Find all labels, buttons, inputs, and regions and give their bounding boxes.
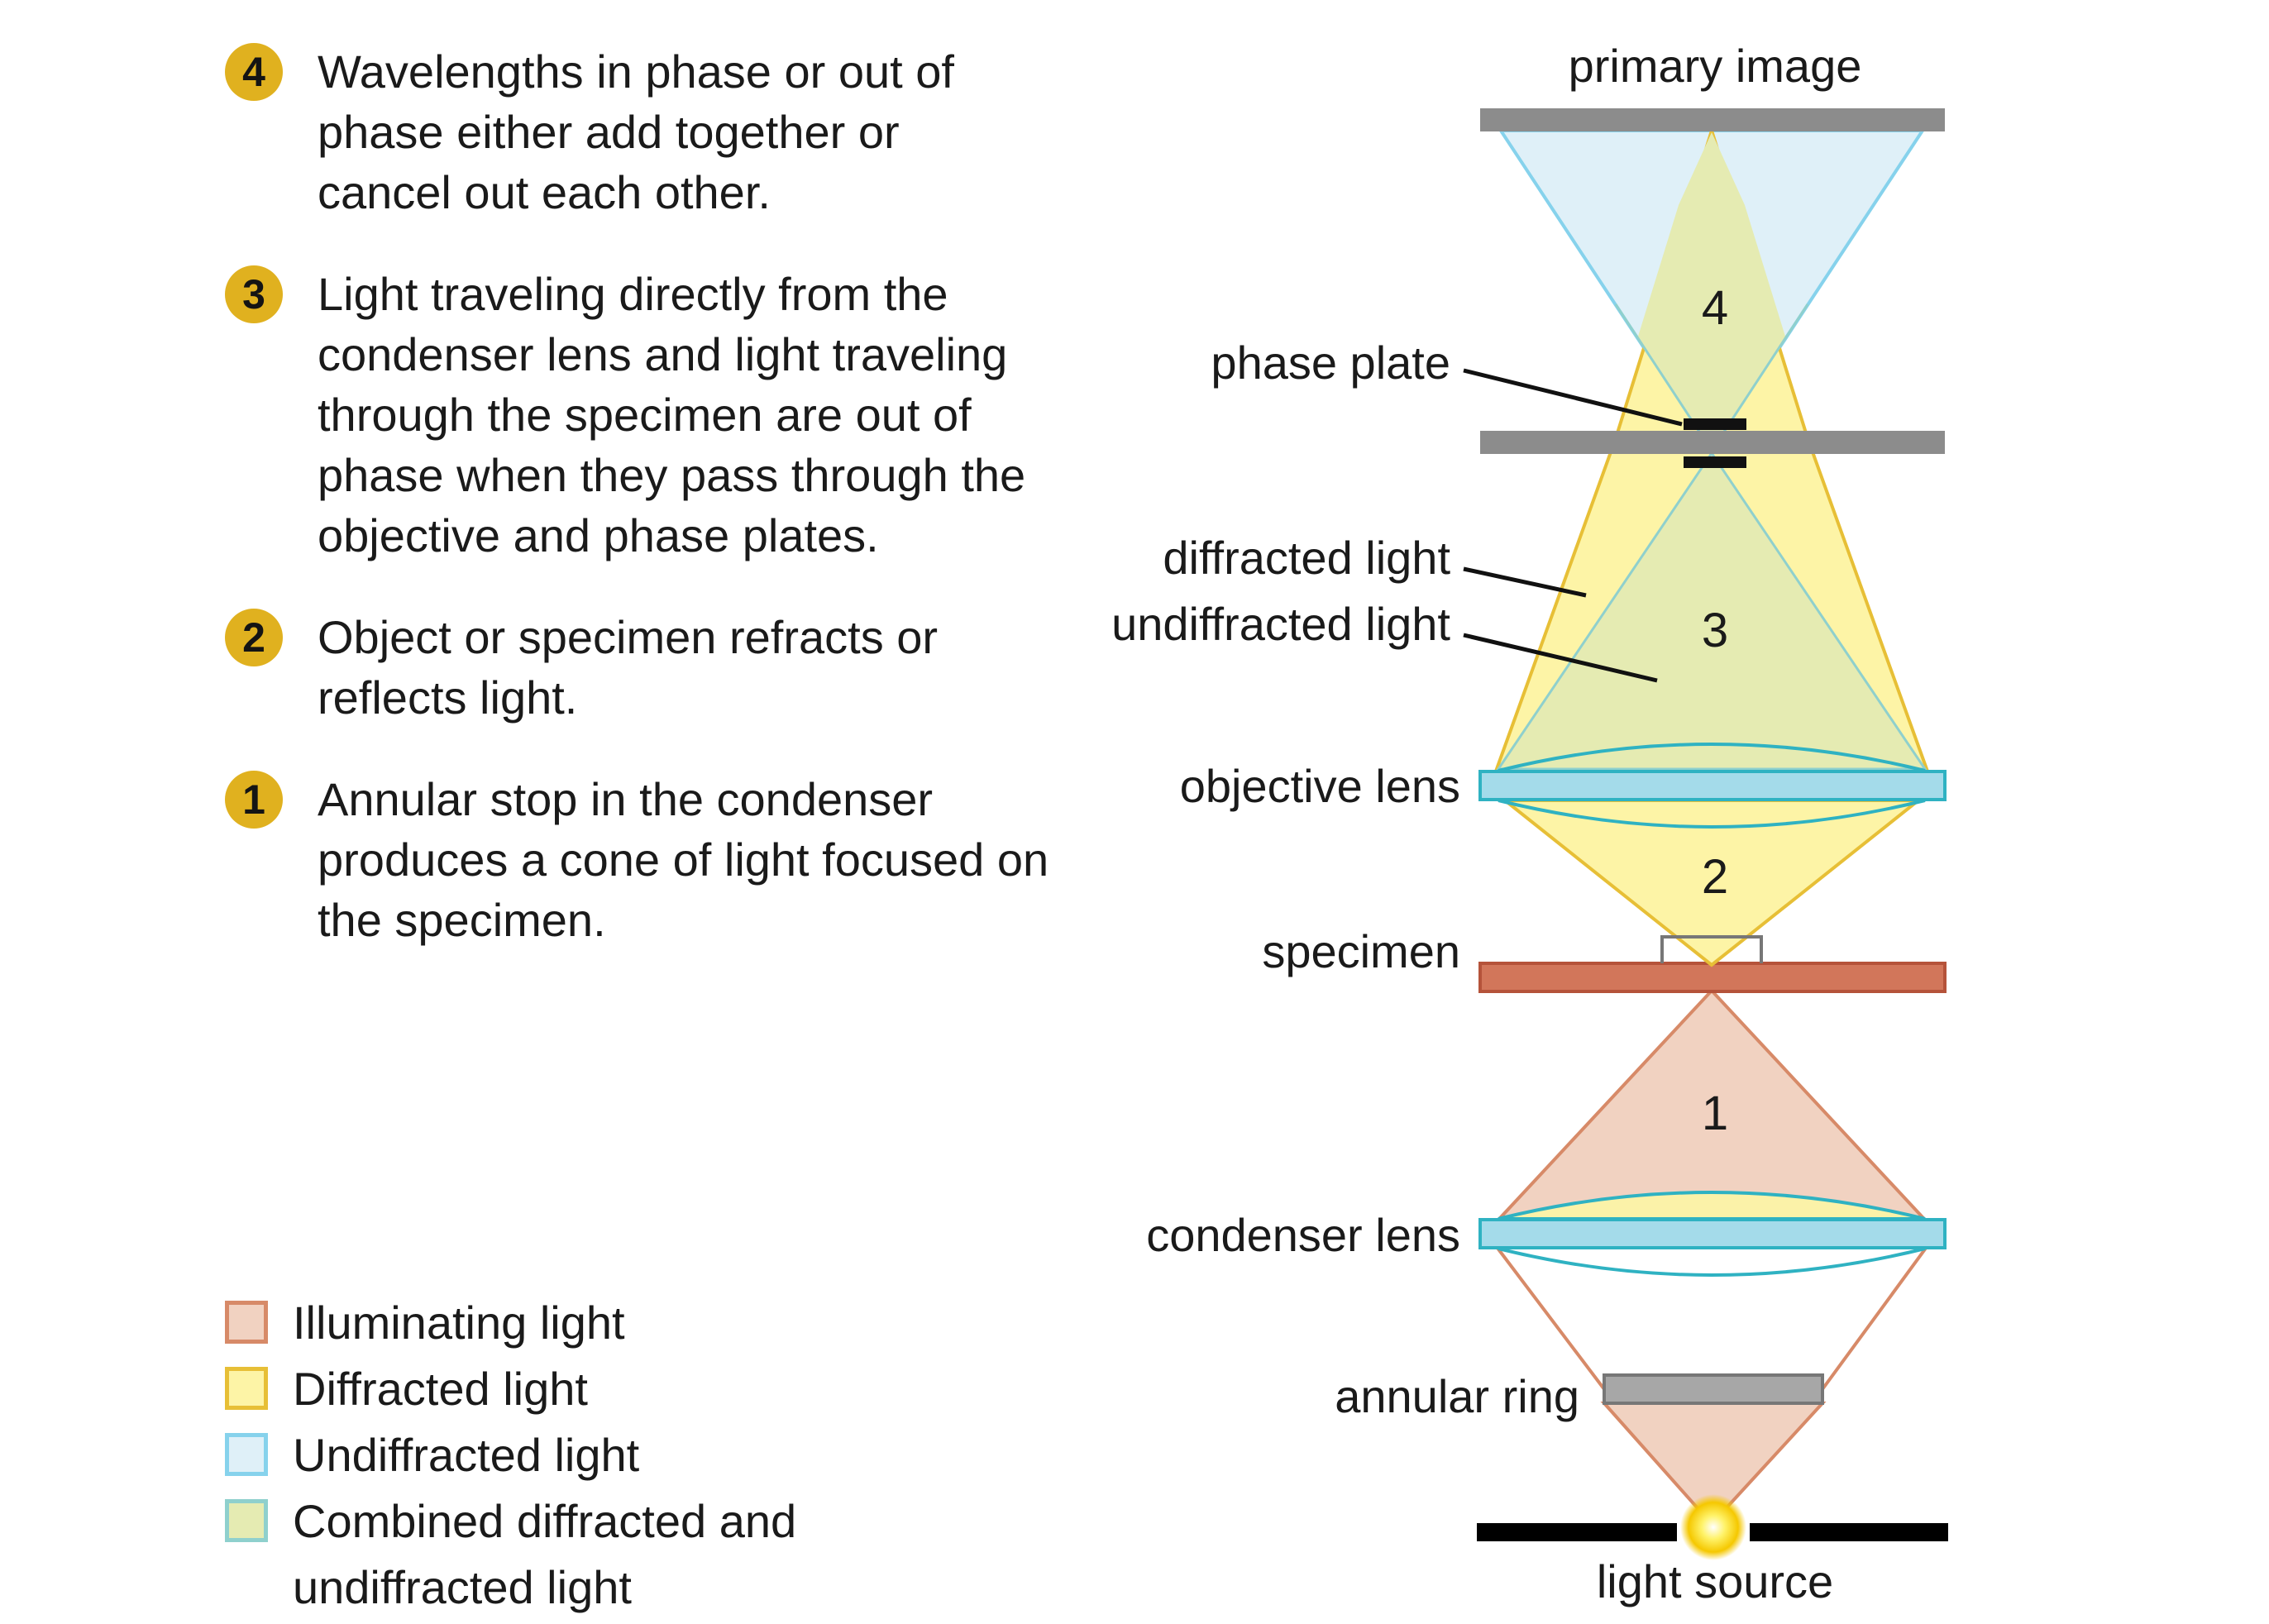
objective-lens-bottom-arc bbox=[1498, 799, 1926, 829]
label-light-source: light source bbox=[1597, 1555, 1833, 1607]
undiffracted-cone-lower bbox=[1496, 451, 1927, 771]
objective-lens bbox=[1478, 743, 1947, 829]
illuminating-ray-right bbox=[1821, 1245, 1928, 1391]
step-4-text: Wavelengths in phase or out of phase eit… bbox=[318, 45, 954, 218]
diffracted-light-leader bbox=[1463, 566, 1587, 598]
step-2-badge: 2 bbox=[225, 609, 283, 666]
illuminating-ray-left bbox=[1495, 1245, 1606, 1391]
step-2-text: Object or specimen refracts or reflects … bbox=[318, 611, 939, 724]
objective-lens-top-arc bbox=[1498, 743, 1926, 772]
label-annular-ring: annular ring bbox=[1335, 1370, 1579, 1422]
legend-item-undiffracted: Undiffracted light bbox=[225, 1422, 921, 1488]
condenser-lens-bottom-arc bbox=[1498, 1247, 1926, 1277]
region-number-1: 1 bbox=[1702, 1087, 1728, 1140]
legend-swatch-combined bbox=[225, 1499, 268, 1542]
condenser-lens bbox=[1478, 1191, 1947, 1277]
label-phase-plate: phase plate bbox=[1211, 337, 1450, 389]
label-primary-image: primary image bbox=[1569, 40, 1862, 92]
annular-ring bbox=[1603, 1373, 1824, 1405]
condenser-lens-top-arc bbox=[1498, 1191, 1926, 1220]
phase-plate-bar bbox=[1480, 431, 1945, 454]
legend-label-diffracted: Diffracted light bbox=[293, 1363, 588, 1415]
step-3: 3 Light traveling directly from the cond… bbox=[225, 264, 1077, 566]
legend: Illuminating light Diffracted light Undi… bbox=[225, 1290, 921, 1621]
steps-list: 4 Wavelengths in phase or out of phase e… bbox=[225, 41, 1077, 991]
light-bulb bbox=[1680, 1494, 1746, 1560]
combined-overlap-top bbox=[1637, 132, 1786, 451]
primary-image-plate bbox=[1480, 108, 1945, 131]
legend-item-combined: Combined diffracted and undiffracted lig… bbox=[225, 1488, 921, 1621]
specimen-slide bbox=[1478, 962, 1947, 993]
step-3-badge: 3 bbox=[225, 265, 283, 323]
legend-label-undiffracted: Undiffracted light bbox=[293, 1429, 640, 1481]
region-number-4: 4 bbox=[1702, 281, 1728, 335]
label-diffracted-light: diffracted light bbox=[1163, 532, 1450, 584]
legend-item-illuminating: Illuminating light bbox=[225, 1290, 921, 1356]
specimen-coverslip bbox=[1660, 935, 1763, 963]
legend-label-combined: Combined diffracted and undiffracted lig… bbox=[293, 1495, 797, 1613]
step-1-badge: 1 bbox=[225, 771, 283, 829]
step-2: 2 Object or specimen refracts or reflect… bbox=[225, 607, 1077, 728]
light-source-bar-left bbox=[1477, 1523, 1677, 1541]
legend-swatch-undiffracted bbox=[225, 1433, 268, 1476]
step-3-text: Light traveling directly from the conden… bbox=[318, 268, 1026, 561]
legend-swatch-illuminating bbox=[225, 1301, 268, 1344]
step-4-badge: 4 bbox=[225, 43, 283, 101]
label-specimen: specimen bbox=[1262, 925, 1460, 977]
step-1-text: Annular stop in the condenser produces a… bbox=[318, 773, 1049, 946]
phase-plate bbox=[1480, 418, 1945, 468]
step-1: 1 Annular stop in the condenser produces… bbox=[225, 769, 1077, 950]
legend-label-illuminating: Illuminating light bbox=[293, 1297, 625, 1349]
region-number-2: 2 bbox=[1702, 850, 1728, 904]
label-objective-lens: objective lens bbox=[1180, 760, 1460, 812]
phase-plate-ring-top bbox=[1684, 418, 1746, 430]
legend-item-diffracted: Diffracted light bbox=[225, 1356, 921, 1422]
legend-swatch-diffracted bbox=[225, 1367, 268, 1410]
phase-plate-ring-bottom bbox=[1684, 456, 1746, 468]
light-source bbox=[1477, 1523, 1948, 1541]
objective-lens-plate bbox=[1478, 770, 1947, 801]
step-4: 4 Wavelengths in phase or out of phase e… bbox=[225, 41, 1077, 222]
region-number-3: 3 bbox=[1702, 604, 1728, 657]
light-source-bar-right bbox=[1750, 1523, 1948, 1541]
condenser-lens-plate bbox=[1478, 1218, 1947, 1249]
undiffracted-light-leader bbox=[1463, 633, 1658, 683]
phase-plate-leader bbox=[1463, 368, 1683, 427]
label-undiffracted-light: undiffracted light bbox=[1111, 598, 1450, 650]
label-condenser-lens: condenser lens bbox=[1146, 1209, 1460, 1261]
